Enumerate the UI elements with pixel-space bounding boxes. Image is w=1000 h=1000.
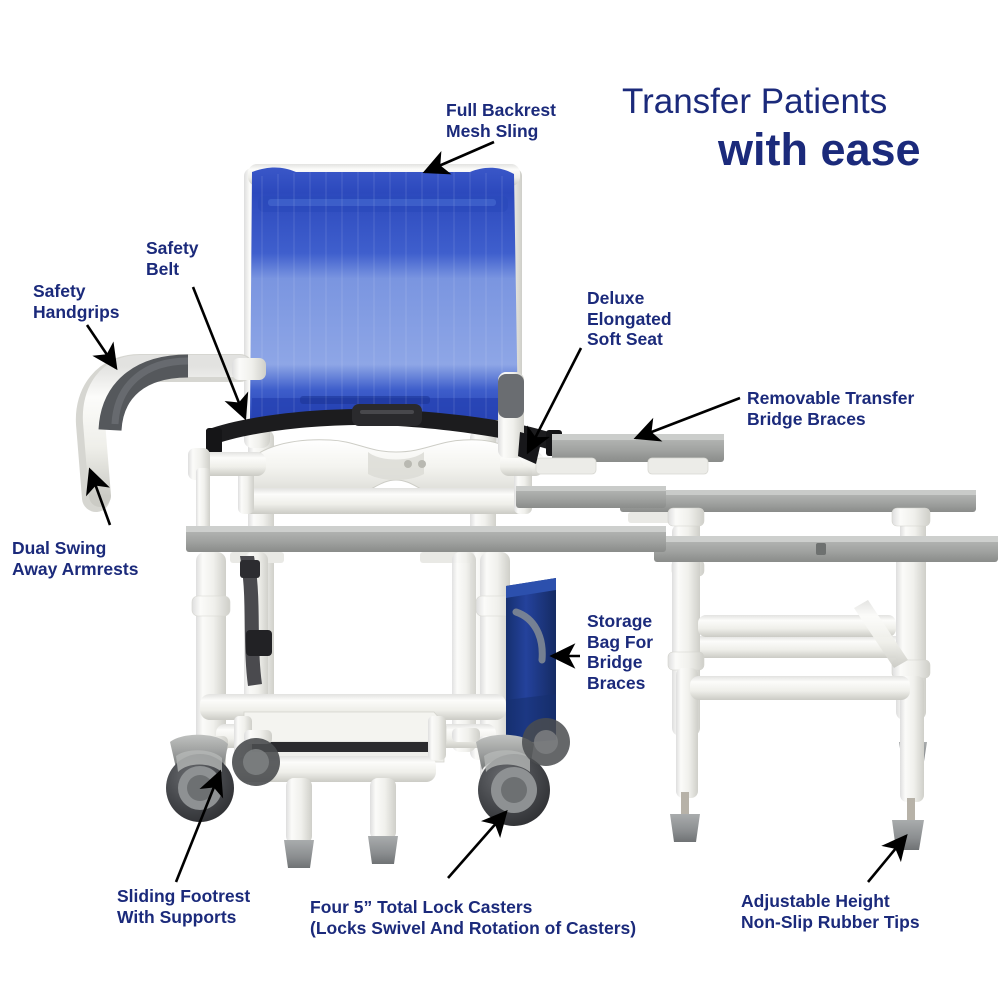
label-full-backrest-mesh-sling: Full Backrest Mesh Sling	[446, 100, 556, 141]
label-four-total-lock-casters: Four 5” Total Lock Casters (Locks Swivel…	[310, 897, 637, 938]
sliding-footrest	[234, 711, 447, 868]
total-lock-caster-rear-left	[232, 730, 280, 786]
storage-bag	[506, 578, 556, 744]
adjustable-rubber-tip	[892, 820, 924, 850]
transfer-bridge-rail-back	[620, 490, 976, 523]
label-safety-handgrips: Safety Handgrips	[33, 281, 120, 322]
label-storage-bag-for-bridge-braces: Storage Bag For Bridge Braces	[587, 611, 654, 693]
label-adjustable-height-non-slip-rubber-tips: Adjustable Height Non-Slip Rubber Tips	[741, 891, 920, 932]
label-safety-belt: Safety Belt	[146, 238, 199, 279]
label-dual-swing-away-armrests: Dual Swing Away Armrests	[12, 538, 139, 579]
label-sliding-footrest-with-supports: Sliding Footrest With Supports	[117, 886, 251, 927]
label-removable-transfer-bridge-braces: Removable Transfer Bridge Braces	[747, 388, 915, 429]
total-lock-caster-front-right	[476, 734, 550, 826]
deluxe-soft-seat	[238, 439, 532, 514]
adjustable-rubber-tip	[670, 814, 700, 842]
safety-belt-strap	[240, 556, 272, 686]
total-lock-caster-front-left	[166, 734, 234, 822]
transfer-bench-frame	[620, 490, 998, 850]
swing-away-armrest	[188, 372, 544, 534]
total-lock-caster-rear-right	[452, 718, 570, 766]
transfer-bridge-rail-front	[654, 536, 998, 562]
safety-handgrip	[75, 354, 266, 512]
label-deluxe-elongated-soft-seat: Deluxe Elongated Soft Seat	[587, 288, 672, 350]
chair-bridge-rail-upper	[516, 486, 666, 508]
headline-line-1: Transfer Patients	[622, 82, 888, 121]
headline-line-2: with ease	[718, 124, 921, 175]
